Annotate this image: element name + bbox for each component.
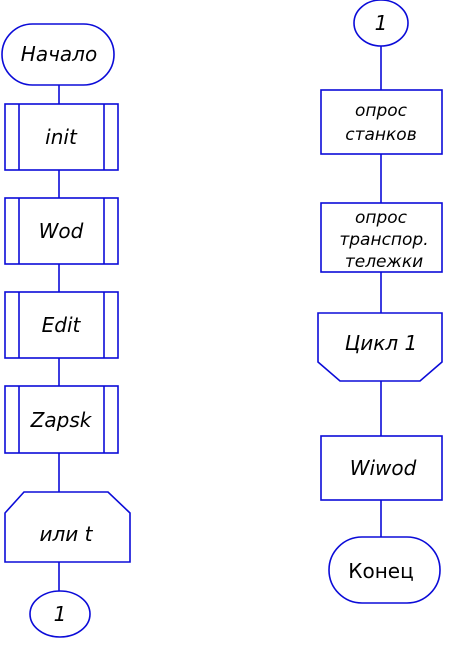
process-machines-poll-line-2: станков [345, 125, 416, 145]
left-column: Начало init Wod Edit Zapsk [1, 23, 131, 638]
end-label: Конец [348, 559, 413, 583]
process-init: init [4, 103, 119, 171]
loop-end: или t [4, 491, 131, 563]
process-cart-poll-line-3: тележки [345, 252, 423, 272]
process-wod: Wod [4, 197, 119, 265]
end-terminator: Конец [328, 536, 441, 604]
process-edit: Edit [4, 291, 119, 359]
connector-in: 1 [353, 0, 409, 47]
process-zapsk-label: Zapsk [30, 408, 93, 432]
loop-start: Цикл 1 [317, 312, 443, 382]
process-init-label: init [45, 125, 78, 149]
connector-out: 1 [29, 590, 91, 638]
start-label: Начало [21, 42, 97, 66]
process-edit-label: Edit [42, 313, 82, 337]
loop-end-label: или t [40, 522, 94, 546]
process-machines-poll: опрос станков [320, 89, 443, 155]
connector-in-label: 1 [375, 11, 388, 35]
process-wiwod-label: Wiwod [350, 456, 417, 480]
start-terminator: Начало [1, 23, 115, 86]
process-wiwod: Wiwod [320, 435, 443, 501]
process-wod-label: Wod [39, 219, 84, 243]
right-column: 1 опрос станков опрос транспор. тележки … [317, 0, 443, 604]
process-zapsk: Zapsk [4, 385, 119, 454]
connector-out-label: 1 [54, 602, 67, 626]
loop-start-label: Цикл 1 [345, 331, 417, 355]
process-cart-poll: опрос транспор. тележки [320, 202, 443, 273]
process-cart-poll-line-2: транспор. [339, 230, 428, 250]
process-cart-poll-line-1: опрос [355, 208, 408, 228]
process-machines-poll-line-1: опрос [355, 101, 408, 121]
